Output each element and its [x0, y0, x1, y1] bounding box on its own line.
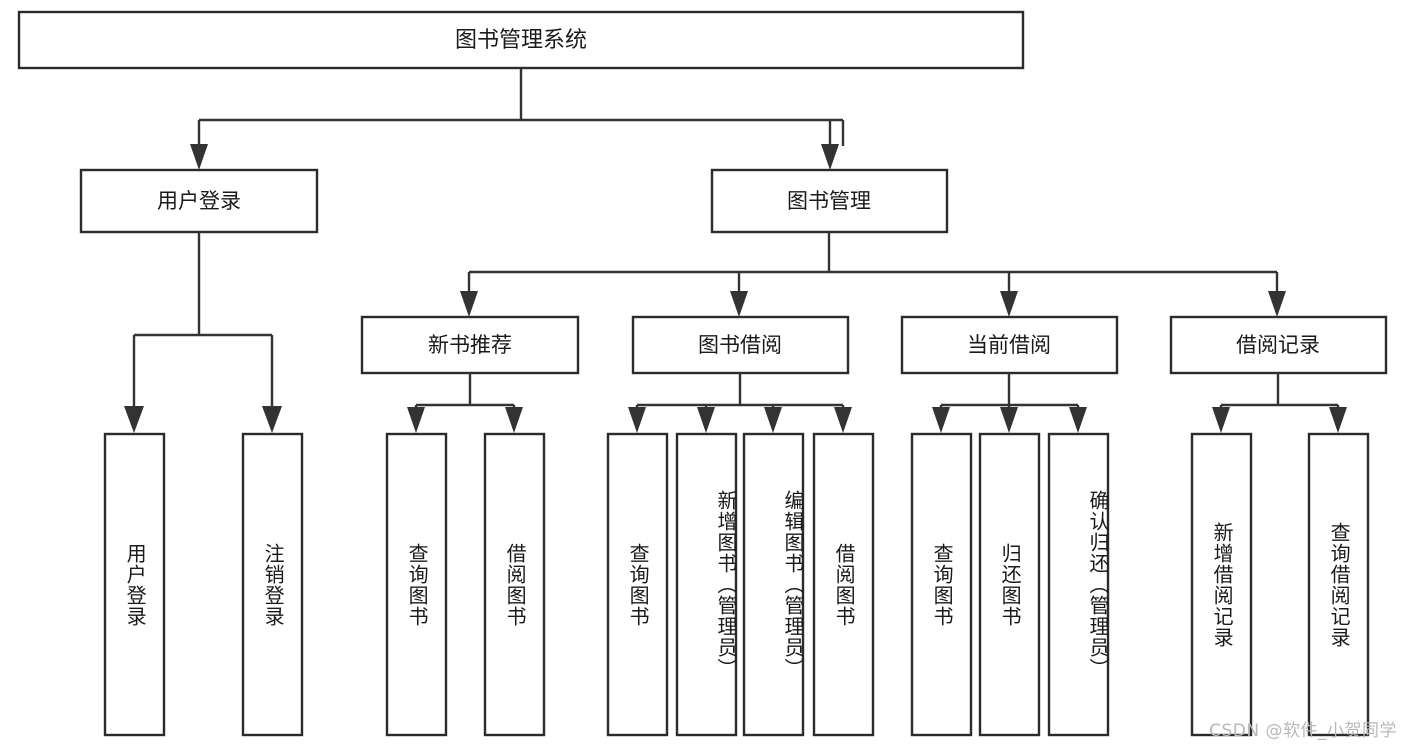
leaf-box-user-logout[interactable]	[241, 432, 304, 737]
leaf-box-query-book-3[interactable]	[910, 432, 973, 737]
connector-new-book-recommend-to-leaves	[407, 373, 523, 433]
node-book-manage-label: 图书管理	[787, 189, 871, 213]
node-root-label: 图书管理系统	[455, 28, 587, 53]
node-current-borrow-box[interactable]	[900, 315, 1119, 375]
leaf-box-query-record[interactable]	[1307, 432, 1370, 737]
connector-book-borrow-to-leaves	[628, 373, 852, 433]
leaf-box-borrow-book-1[interactable]	[483, 432, 546, 737]
node-current-borrow[interactable]: 当前借阅	[900, 315, 1119, 375]
node-user-login-label: 用户登录	[157, 189, 241, 213]
node-book-borrow[interactable]: 图书借阅	[631, 315, 850, 375]
node-borrow-record[interactable]: 借阅记录	[1169, 315, 1388, 375]
connector-root-to-level2	[190, 68, 845, 170]
node-user-login[interactable]: 用户登录	[79, 168, 319, 234]
leaf-box-edit-book[interactable]	[742, 432, 805, 737]
watermark-text: CSDN @软件_小贺同学	[1209, 721, 1397, 741]
node-new-book-recommend[interactable]: 新书推荐	[360, 315, 580, 375]
node-root[interactable]: 图书管理系统	[17, 10, 1025, 70]
leaf-box-borrow-book-2[interactable]	[812, 432, 875, 737]
leaf-box-user-login[interactable]	[103, 432, 166, 737]
connector-user-login-to-leaves	[124, 232, 282, 433]
node-book-manage[interactable]: 图书管理	[710, 168, 949, 234]
leaf-box-add-book[interactable]	[675, 432, 738, 737]
connector-current-borrow-to-leaves	[932, 373, 1087, 433]
leaf-box-confirm-return[interactable]	[1047, 432, 1110, 737]
node-root-box[interactable]	[17, 10, 1025, 70]
node-new-book-recommend-box[interactable]	[360, 315, 580, 375]
node-borrow-record-label: 借阅记录	[1236, 333, 1320, 357]
leaf-box-query-book-2[interactable]	[606, 432, 669, 737]
node-user-login-box[interactable]	[79, 168, 319, 234]
leaf-box-add-record[interactable]	[1190, 432, 1253, 737]
node-book-borrow-label: 图书借阅	[698, 333, 782, 357]
leaf-box-query-book-1[interactable]	[385, 432, 448, 737]
node-current-borrow-label: 当前借阅	[967, 333, 1051, 357]
connector-book-manage-to-level3	[460, 232, 1286, 317]
node-new-book-recommend-label: 新书推荐	[428, 333, 512, 357]
connector-borrow-record-to-leaves	[1212, 373, 1347, 433]
leaf-box-return-book[interactable]	[978, 432, 1041, 737]
